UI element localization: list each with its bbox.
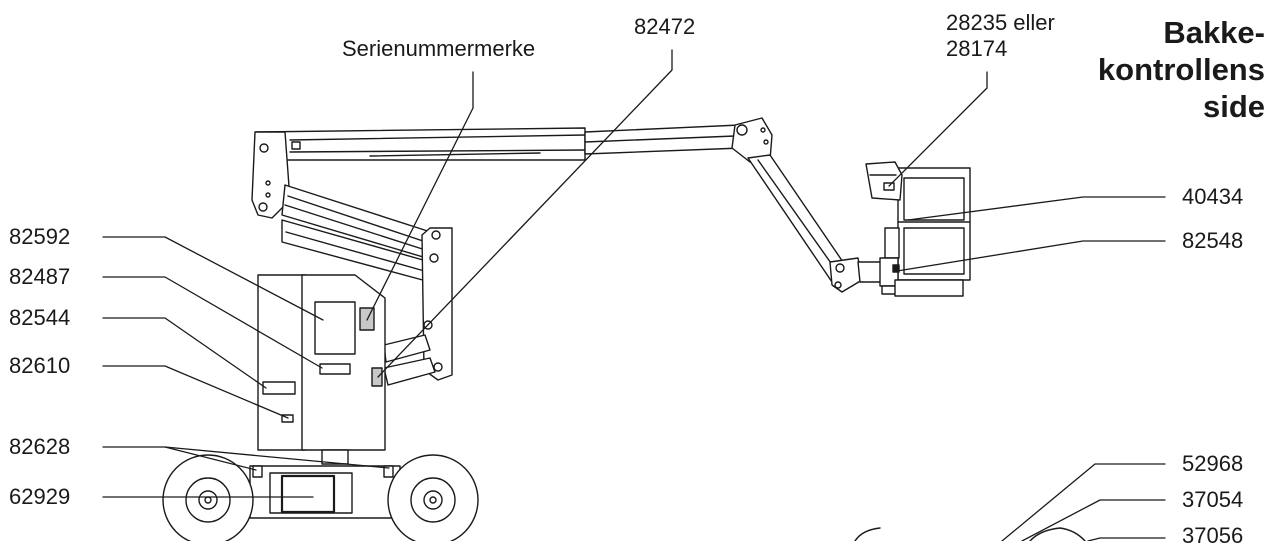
- lower-wheels: [854, 527, 1086, 541]
- upper-boom: [255, 124, 743, 161]
- part-52968-label: 52968: [1182, 451, 1244, 476]
- part-28235-label: 28235 eller: [946, 10, 1055, 35]
- riser-post: [383, 227, 453, 386]
- lower-boom: [281, 184, 441, 283]
- serial-number-label: Serienummermerke: [342, 36, 536, 61]
- leader-lines: [102, 49, 1166, 541]
- chassis: [162, 454, 479, 541]
- turntable: [257, 274, 386, 465]
- jib-boom: [731, 117, 883, 293]
- part-62929-label: 62929: [9, 484, 71, 509]
- part-37056-label: 37056: [1182, 523, 1244, 548]
- heading-line-2: kontrollens: [1097, 52, 1265, 87]
- part-82548-label: 82548: [1182, 228, 1244, 253]
- boom-bracket: [251, 131, 291, 219]
- platform: [865, 161, 971, 297]
- part-28174-label: 28174: [946, 36, 1008, 61]
- heading-line-3: side: [1202, 89, 1265, 124]
- part-37054-label: 37054: [1182, 487, 1244, 512]
- part-82610-label: 82610: [9, 353, 71, 378]
- part-82544-label: 82544: [9, 305, 71, 330]
- part-82472-label: 82472: [634, 14, 696, 39]
- part-40434-label: 40434: [1182, 184, 1244, 209]
- part-82628-label: 82628: [9, 434, 71, 459]
- page-heading: Bakke- kontrollens side: [1098, 14, 1265, 125]
- part-82592-label: 82592: [9, 224, 71, 249]
- heading-line-1: Bakke-: [1163, 15, 1265, 50]
- part-82487-label: 82487: [9, 264, 71, 289]
